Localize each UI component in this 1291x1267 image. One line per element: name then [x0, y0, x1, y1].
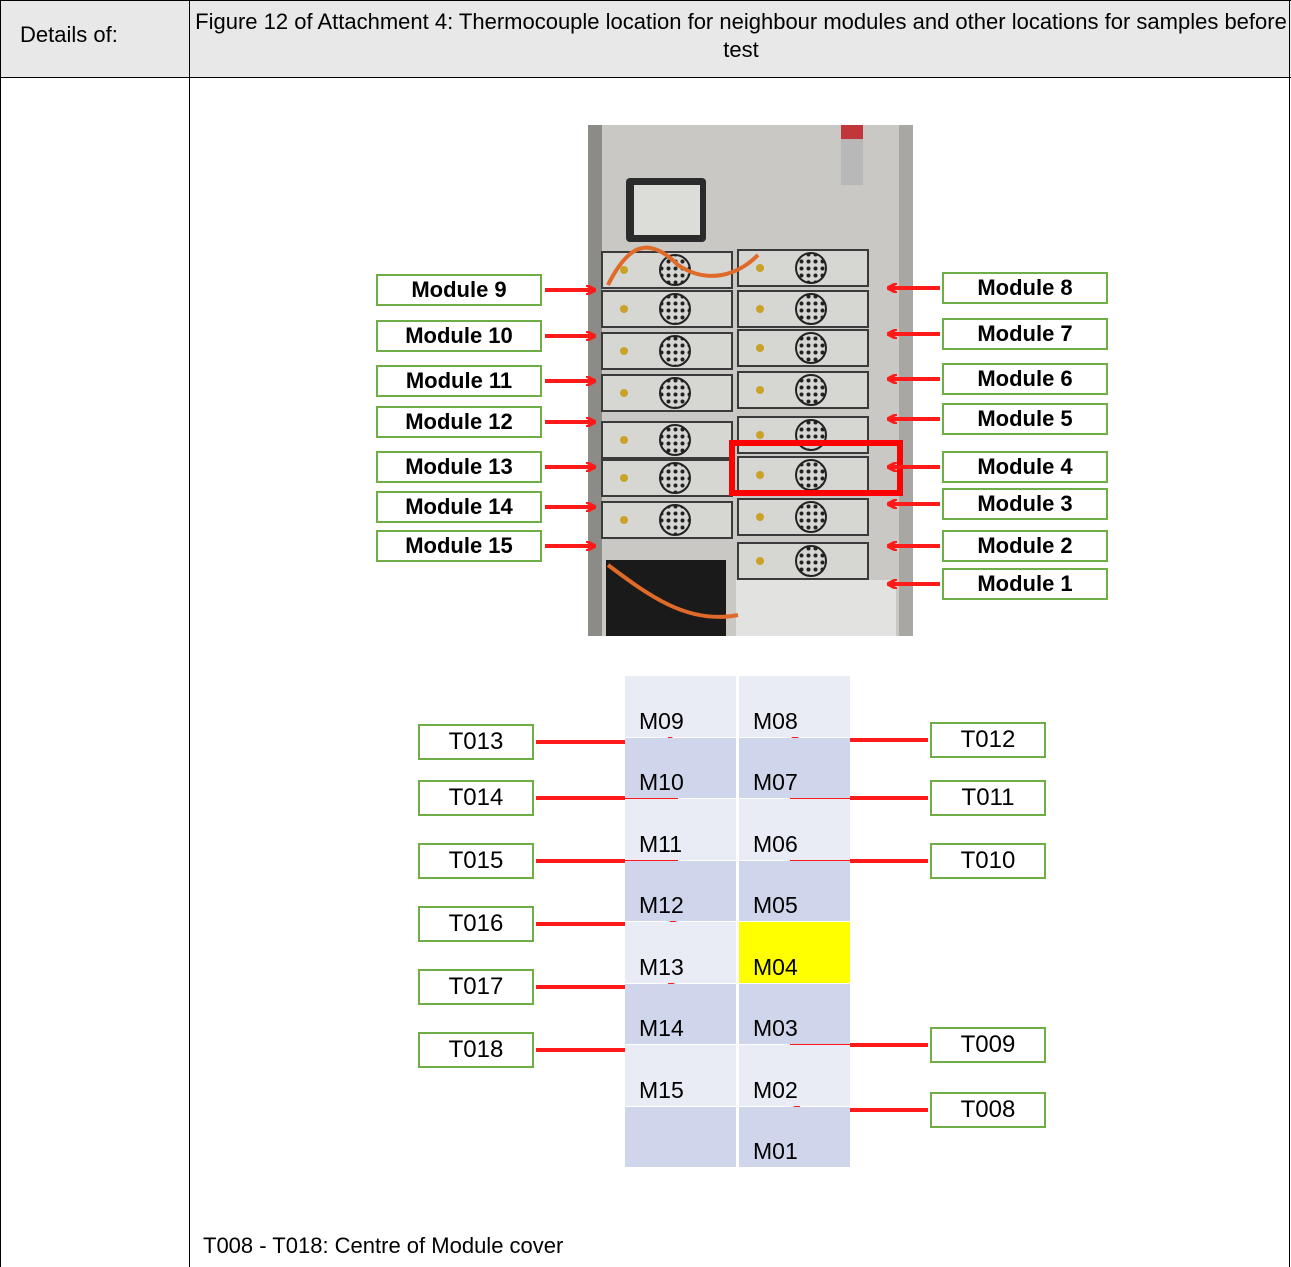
module-tag-right: Module 3: [942, 488, 1108, 520]
module-grid-cell: M02: [739, 1045, 850, 1106]
module-grid-cell: M11: [625, 799, 736, 860]
module-tag-left: Module 13: [376, 451, 542, 483]
module-grid-cell: M07: [739, 737, 850, 798]
thermocouple-tag-left: T013: [418, 724, 534, 760]
details-label: Details of:: [20, 22, 118, 47]
module-tag-right: Module 7: [942, 318, 1108, 350]
thermocouple-tag-right: T010: [930, 843, 1046, 879]
module-grid-cell: M08: [739, 676, 850, 737]
module-tag-right: Module 1: [942, 568, 1108, 600]
module-grid-cell: M03: [739, 983, 850, 1044]
table-border-left: [0, 0, 1, 1267]
module-tag-right: Module 8: [942, 272, 1108, 304]
module-grid-cell: M01: [739, 1106, 850, 1167]
header-row-background: [0, 0, 1291, 77]
thermocouple-tag-right: T012: [930, 722, 1046, 758]
module-tag-left: Module 15: [376, 530, 542, 562]
thermocouple-tag-right: T008: [930, 1092, 1046, 1128]
module-tag-left: Module 14: [376, 491, 542, 523]
thermocouple-tag-left: T016: [418, 906, 534, 942]
module-tag-right: Module 6: [942, 363, 1108, 395]
module-tag-right: Module 2: [942, 530, 1108, 562]
table-border-divider: [189, 0, 190, 1267]
module-tag-right: Module 5: [942, 403, 1108, 435]
figure-title: Figure 12 of Attachment 4: Thermocouple …: [195, 9, 1287, 62]
thermocouple-tag-right: T009: [930, 1027, 1046, 1063]
thermocouple-tag-right: T011: [930, 780, 1046, 816]
module-grid-cell: [625, 1106, 736, 1167]
module-tag-left: Module 9: [376, 274, 542, 306]
module-grid-cell: M09: [625, 676, 736, 737]
cabinet-photo-drawing: [588, 125, 913, 636]
thermocouple-tag-left: T014: [418, 780, 534, 816]
module-grid-cell: M13: [625, 922, 736, 983]
module-grid-cell: M14: [625, 983, 736, 1044]
table-border-header: [0, 77, 1291, 78]
module-grid-cell: M04: [739, 922, 850, 983]
table-border-right: [1289, 0, 1290, 1267]
module-tag-left: Module 11: [376, 365, 542, 397]
module-grid-cell: M06: [739, 799, 850, 860]
module-tag-left: Module 10: [376, 320, 542, 352]
thermocouple-tag-left: T017: [418, 969, 534, 1005]
module-grid-cell: M12: [625, 860, 736, 921]
footnote: T008 - T018: Centre of Module cover: [203, 1233, 564, 1258]
thermocouple-tag-left: T015: [418, 843, 534, 879]
module-grid-cell: M15: [625, 1045, 736, 1106]
module-tag-right: Module 4: [942, 451, 1108, 483]
module-tag-left: Module 12: [376, 406, 542, 438]
table-border-top: [0, 0, 1291, 1]
module-grid-cell: M10: [625, 737, 736, 798]
cabinet-photo: [588, 125, 913, 636]
thermocouple-tag-left: T018: [418, 1032, 534, 1068]
module-grid-cell: M05: [739, 860, 850, 921]
